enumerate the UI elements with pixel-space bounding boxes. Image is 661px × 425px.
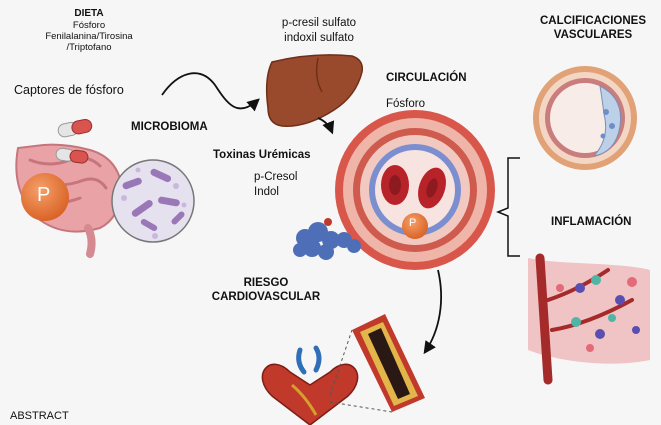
diet-item: Fósforo: [30, 20, 148, 31]
inflammation-title: INFLAMACIÓN: [551, 216, 632, 228]
uremic-toxin: Indol: [254, 185, 297, 200]
uremic-toxins-title: Toxinas Urémicas: [213, 149, 311, 161]
diet-item: Fenilalanina/Tirosina: [30, 31, 148, 42]
bacteria-icon: [112, 160, 194, 242]
phosphate-binders-label: Captores de fósforo: [14, 83, 124, 97]
cardiovascular-risk-title: RIESGO CARDIOVASCULAR: [197, 276, 335, 304]
liver-product: indoxil sulfato: [263, 31, 375, 46]
diet-item: /Triptofano: [30, 42, 148, 53]
circulation-subtitle: Fósforo: [386, 98, 425, 110]
cardiovascular-risk-line: CARDIOVASCULAR: [197, 290, 335, 304]
uremic-toxin: p-Cresol: [254, 170, 297, 185]
circulation-title: CIRCULACIÓN: [386, 72, 467, 84]
vascular-calcifications-line: CALCIFICACIONES: [533, 14, 653, 28]
vascular-calcifications-line: VASCULARES: [533, 28, 653, 42]
diet-items: Fósforo Fenilalanina/Tirosina /Triptofan…: [30, 20, 148, 53]
vascular-calcifications-title: CALCIFICACIONES VASCULARES: [533, 14, 653, 42]
liver-product: p-cresil sulfato: [263, 16, 375, 31]
heart-icon: [262, 348, 357, 425]
phosphorus-symbol: P: [37, 184, 50, 207]
cardiovascular-risk-line: RIESGO: [197, 276, 335, 290]
calcified-artery-icon: [533, 66, 637, 170]
pill-icon: [55, 118, 93, 164]
liver-icon: [267, 55, 363, 126]
vessel-phosphorus-symbol: P: [409, 217, 416, 229]
diet-title: DIETA: [62, 8, 116, 19]
plaque-vessel-icon: [352, 314, 425, 412]
microbiome-label: MICROBIOMA: [131, 121, 208, 133]
uremic-toxins-items: p-Cresol Indol: [254, 170, 297, 200]
inflamed-tissue-icon: [528, 258, 650, 380]
abstract-label: ABSTRACT: [10, 410, 69, 422]
liver-products: p-cresil sulfato indoxil sulfato: [263, 16, 375, 46]
